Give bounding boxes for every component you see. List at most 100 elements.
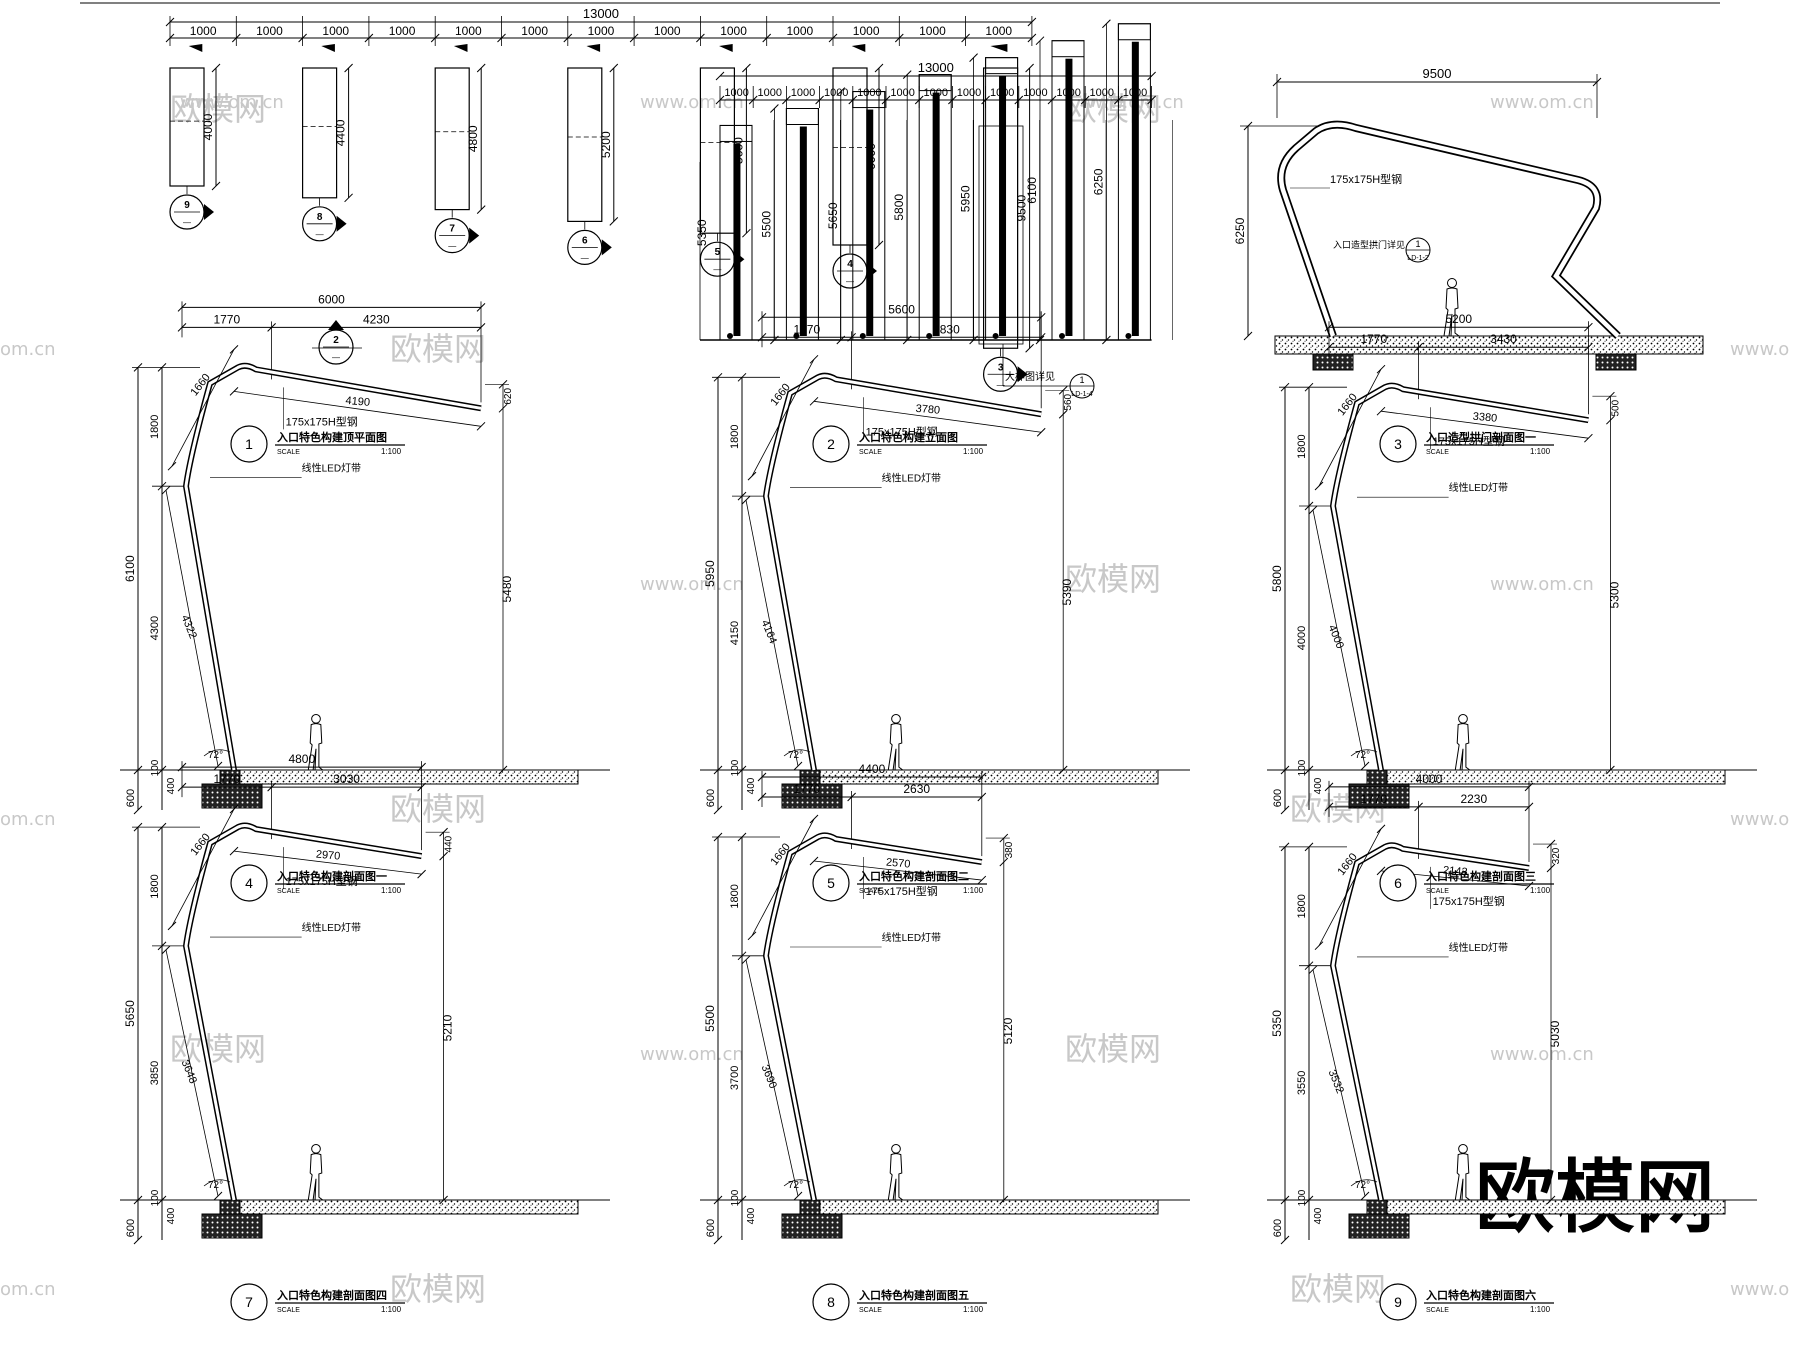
base-dim-value: 600 bbox=[705, 789, 717, 807]
base-plate bbox=[1366, 1199, 1388, 1215]
seg-dim-value: 1000 bbox=[256, 24, 283, 38]
footing bbox=[201, 1213, 263, 1239]
sub-dim-value: 1770 bbox=[793, 322, 820, 336]
base-dim-value: 100 bbox=[150, 759, 161, 776]
angle-arc bbox=[1350, 1179, 1378, 1187]
person-scale-figure bbox=[1443, 278, 1461, 337]
steel-label: 175x175H型钢 bbox=[286, 414, 358, 428]
dim-tick bbox=[809, 396, 819, 406]
steel-frame-inner bbox=[184, 364, 482, 771]
arm-dim-line bbox=[1318, 828, 1382, 946]
scale-word: SCALE bbox=[277, 1307, 300, 1314]
angle-value: 72° bbox=[1355, 750, 1370, 761]
height-dim-value: 6250 bbox=[1091, 168, 1105, 195]
sub-dim-value: 2630 bbox=[903, 782, 930, 796]
scale-word: SCALE bbox=[1426, 1307, 1449, 1314]
steel-frame-inner bbox=[1331, 843, 1530, 1201]
dim-tick bbox=[161, 485, 171, 495]
total-dim-value: 13000 bbox=[918, 60, 954, 75]
sub-dim-value: 1770 bbox=[793, 782, 820, 796]
scale-value: 1:100 bbox=[963, 447, 984, 456]
dim-tick bbox=[1314, 481, 1324, 491]
title-text: 入口特色构建顶平面图 bbox=[277, 430, 387, 444]
height-dim-value: 5500 bbox=[759, 211, 773, 238]
arm-dim-line bbox=[751, 359, 815, 477]
title-number-circle bbox=[812, 1283, 850, 1321]
dim-tick bbox=[713, 805, 723, 815]
dim-tick bbox=[211, 181, 221, 191]
flag-icon bbox=[990, 44, 1008, 52]
dim-tick bbox=[809, 814, 819, 824]
dim-tick bbox=[1314, 941, 1324, 951]
watermark-site-partial: www.o bbox=[1730, 1279, 1789, 1300]
watermark-site: www.om.cn bbox=[180, 92, 284, 113]
footing bbox=[1348, 1213, 1410, 1239]
led-strip bbox=[799, 126, 807, 336]
scale-value: 1:100 bbox=[1530, 1305, 1551, 1314]
watermark-brand-large: 欧模网 bbox=[1475, 1153, 1715, 1242]
tip-dim-value: 320 bbox=[1551, 847, 1562, 864]
led-label: 线性LED灯带 bbox=[882, 931, 941, 944]
total-height-value: 5950 bbox=[703, 560, 717, 587]
title-text: 入口特色构建剖面图二 bbox=[859, 869, 969, 883]
led-strip bbox=[1131, 41, 1139, 336]
watermark-brand: 欧模网 bbox=[1065, 560, 1161, 598]
diag-dim-line bbox=[745, 500, 799, 767]
watermark-brand: 欧模网 bbox=[1290, 1270, 1386, 1308]
tip-dim-value: 620 bbox=[503, 388, 514, 405]
led-strip bbox=[866, 109, 874, 336]
dim-tick bbox=[161, 945, 171, 955]
seg-dim-value: 1000 bbox=[389, 24, 416, 38]
tip-dim-value: 440 bbox=[444, 835, 455, 852]
right-height-value: 5030 bbox=[1548, 1020, 1562, 1047]
dim-tick bbox=[344, 63, 353, 73]
gate-note: 入口造型拱门详见 bbox=[1333, 239, 1405, 250]
dim-tick bbox=[1147, 71, 1156, 81]
person-body bbox=[1454, 1153, 1472, 1201]
watermark-site: www.om.cn bbox=[640, 1044, 744, 1065]
upper-height-value: 1800 bbox=[729, 884, 741, 908]
diag-dim-value: 4000 bbox=[1326, 623, 1346, 650]
led-strip bbox=[999, 75, 1007, 337]
detail-marker-number: 1 bbox=[1415, 239, 1420, 249]
dim-tick bbox=[1243, 331, 1253, 341]
dim-tick bbox=[609, 217, 619, 226]
diag-dim-value: 4164 bbox=[759, 618, 779, 645]
lower-height-value: 4300 bbox=[149, 616, 161, 640]
height-dim-value: 4000 bbox=[201, 113, 215, 140]
watermark-brand: 欧模网 bbox=[390, 330, 486, 368]
dim-tick bbox=[229, 387, 239, 396]
section-marker-number: 6 bbox=[582, 235, 588, 246]
watermark-brand: 欧模网 bbox=[170, 90, 266, 128]
angle-value: 72° bbox=[788, 1180, 803, 1191]
dim-tick bbox=[874, 240, 884, 250]
section-marker-number: 8 bbox=[317, 212, 323, 223]
dim-tick bbox=[1376, 824, 1386, 834]
person-body bbox=[887, 1153, 905, 1201]
dim-tick bbox=[1376, 364, 1386, 374]
light-fixture-icon bbox=[1125, 333, 1132, 339]
upper-height-value: 1800 bbox=[729, 424, 741, 448]
diag-dim-line bbox=[745, 959, 799, 1197]
dim-tick bbox=[1360, 761, 1370, 771]
angle-value: 72° bbox=[788, 750, 803, 761]
right-height-value: 5480 bbox=[500, 575, 514, 602]
title-number-circle bbox=[230, 864, 268, 902]
top-dim-value: 4400 bbox=[859, 762, 886, 776]
scale-value: 1:100 bbox=[381, 1305, 402, 1314]
watermark-site: www.om.cn bbox=[640, 574, 744, 595]
dim-tick bbox=[747, 931, 757, 941]
flag-icon bbox=[586, 44, 601, 52]
dim-tick bbox=[1280, 1235, 1290, 1245]
total-dim-value: 13000 bbox=[583, 6, 619, 21]
slope-dim-value: 2143 bbox=[1443, 864, 1468, 878]
base-dim-value: 400 bbox=[746, 1207, 757, 1224]
base-dim-value: 600 bbox=[125, 1219, 137, 1237]
total-height-value: 5650 bbox=[123, 1000, 137, 1027]
dim-tick bbox=[1036, 427, 1046, 437]
top-dim-value: 5200 bbox=[1445, 312, 1472, 326]
total-height-value: 5500 bbox=[703, 1005, 717, 1032]
